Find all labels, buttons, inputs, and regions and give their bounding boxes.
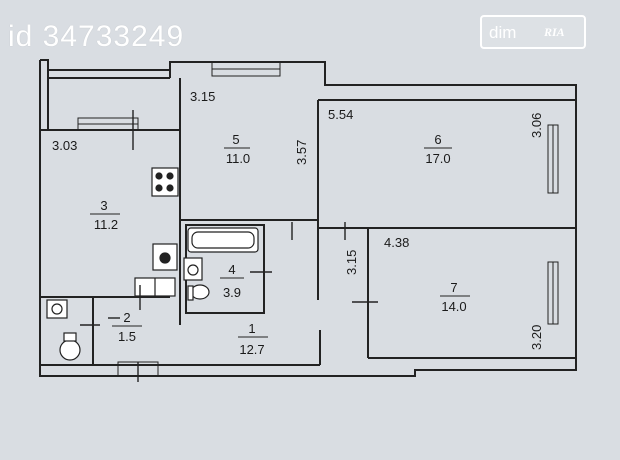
dim-corridor-width: 3.15: [344, 250, 359, 275]
room-7-label: 7 14.0: [440, 280, 470, 314]
svg-text:7: 7: [450, 280, 457, 295]
wc-sink-icon: [46, 299, 68, 319]
kitchen-sink-icon: [152, 243, 178, 271]
stove-icon: [151, 167, 179, 197]
svg-text:17.0: 17.0: [425, 151, 450, 166]
dim-room6-width: 5.54: [328, 107, 353, 122]
room-5-label: 5 11.0: [224, 132, 250, 166]
walls: [39, 59, 577, 377]
door-markers: [80, 110, 378, 382]
svg-text:4: 4: [228, 262, 235, 277]
svg-text:11.0: 11.0: [226, 151, 250, 166]
dim-room3-width: 3.03: [52, 138, 77, 153]
bathroom-sink-icon: [183, 257, 203, 281]
svg-text:1.5: 1.5: [118, 329, 136, 344]
logo-primary-text: dim: [489, 23, 517, 42]
dim-room5-width: 3.15: [190, 89, 215, 104]
svg-text:3.9: 3.9: [223, 285, 241, 300]
svg-text:6: 6: [434, 132, 441, 147]
washer-icon: [134, 277, 176, 297]
dimension-labels: 3.15 3.03 5.54 4.38 3.57 3.06 3.15 3.20: [52, 89, 544, 350]
svg-text:1: 1: [248, 321, 255, 336]
room-labels: 5 11.0 6 17.0 3 11.2 4 3.9 7 14.0 2 1.5: [90, 132, 470, 357]
listing-id-watermark: id 34733249: [8, 20, 185, 53]
bathtub-icon: [187, 227, 259, 253]
wc-toilet-icon: [59, 332, 81, 361]
svg-text:2: 2: [123, 310, 130, 325]
dim-room7-width: 4.38: [384, 235, 409, 250]
toilet-icon: [187, 284, 210, 301]
room-1-label: 1 12.7: [238, 321, 268, 357]
room-2-label: 2 1.5: [112, 310, 142, 344]
dim-room5-depth: 3.57: [294, 140, 309, 165]
room-6-label: 6 17.0: [424, 132, 452, 166]
dim-room6-depth: 3.06: [529, 113, 544, 138]
room-4-label: 4 3.9: [220, 262, 244, 300]
logo-secondary-text: RIA: [544, 25, 565, 39]
svg-text:11.2: 11.2: [94, 217, 118, 232]
svg-text:12.7: 12.7: [239, 342, 264, 357]
room-3-label: 3 11.2: [90, 198, 120, 232]
dim-ria-logo: dim RIA: [480, 15, 586, 49]
fixtures: [46, 167, 259, 361]
svg-text:14.0: 14.0: [441, 299, 466, 314]
svg-text:3: 3: [100, 198, 107, 213]
svg-text:5: 5: [232, 132, 239, 147]
dim-room7-depth: 3.20: [529, 325, 544, 350]
